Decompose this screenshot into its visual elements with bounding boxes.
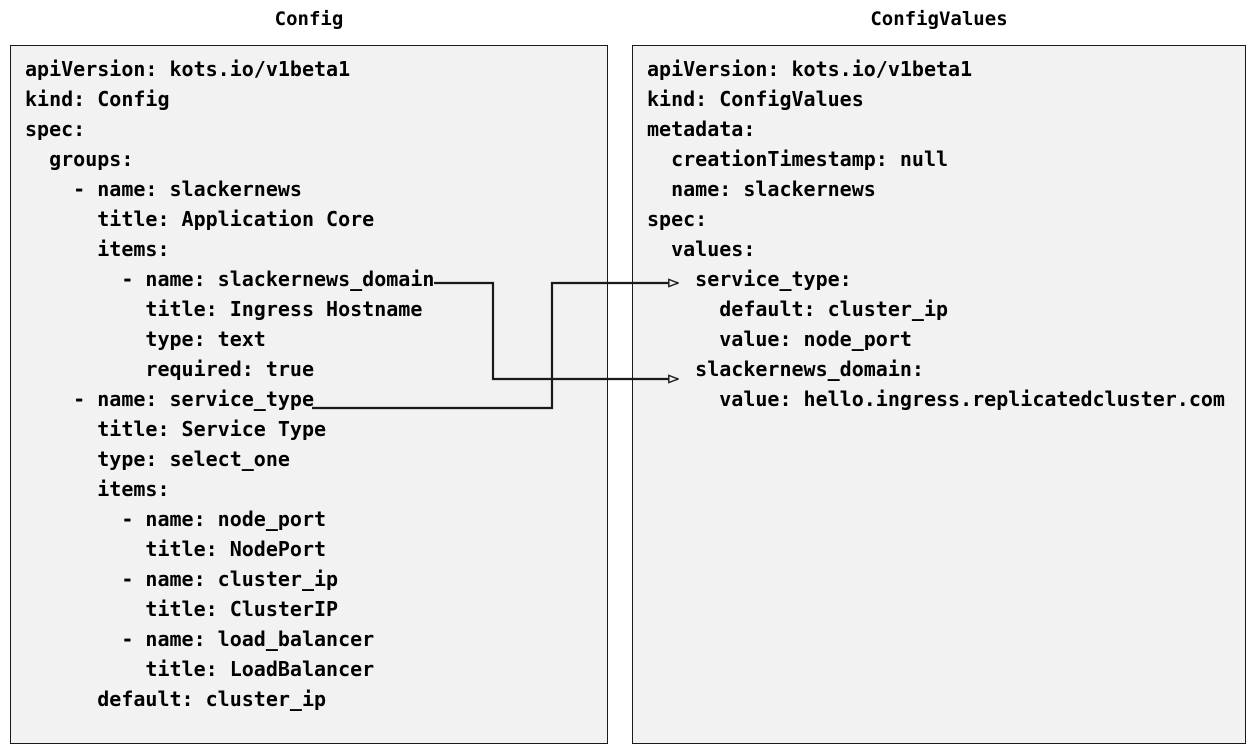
- code-line: required: true: [25, 357, 314, 381]
- right-panel-title: ConfigValues: [870, 8, 1008, 30]
- code-line: metadata:: [647, 117, 756, 141]
- code-line: - name: cluster_ip: [25, 567, 339, 591]
- code-line: - name: service_type: [25, 387, 314, 411]
- configvalues-panel: apiVersion: kots.io/v1beta1 kind: ConfigV…: [632, 45, 1246, 744]
- code-line: type: select_one: [25, 447, 290, 471]
- code-line: title: Ingress Hostname: [25, 297, 423, 321]
- code-line: apiVersion: kots.io/v1beta1: [25, 57, 351, 81]
- code-line: items:: [25, 237, 170, 261]
- code-line: default: cluster_ip: [25, 687, 327, 711]
- code-line: spec:: [647, 207, 708, 231]
- code-line: service_type:: [647, 267, 852, 291]
- code-line: groups:: [25, 147, 134, 171]
- code-line: title: Application Core: [25, 207, 375, 231]
- code-line: - name: slackernews_domain: [25, 267, 435, 291]
- code-line: title: ClusterIP: [25, 597, 339, 621]
- configvalues-yaml-block: apiVersion: kots.io/v1beta1 kind: ConfigV…: [647, 54, 1225, 414]
- code-line: - name: node_port: [25, 507, 327, 531]
- code-line: name: slackernews: [647, 177, 876, 201]
- code-line: apiVersion: kots.io/v1beta1: [647, 57, 973, 81]
- code-line: title: Service Type: [25, 417, 327, 441]
- code-line: kind: ConfigValues: [647, 87, 864, 111]
- config-panel: apiVersion: kots.io/v1beta1 kind: Config s…: [10, 45, 608, 744]
- config-yaml-block: apiVersion: kots.io/v1beta1 kind: Config s…: [25, 54, 434, 714]
- code-line: creationTimestamp: null: [647, 147, 949, 171]
- left-panel-title: Config: [274, 8, 344, 30]
- code-line: - name: load_balancer: [25, 627, 375, 651]
- code-line: value: node_port: [647, 327, 912, 351]
- code-line: slackernews_domain:: [647, 357, 924, 381]
- code-line: title: LoadBalancer: [25, 657, 375, 681]
- code-line: title: NodePort: [25, 537, 327, 561]
- code-line: items:: [25, 477, 170, 501]
- code-line: kind: Config: [25, 87, 170, 111]
- code-line: default: cluster_ip: [647, 297, 949, 321]
- code-line: type: text: [25, 327, 266, 351]
- code-line: value: hello.ingress.replicatedcluster.c…: [647, 387, 1225, 411]
- code-line: - name: slackernews: [25, 177, 302, 201]
- code-line: values:: [647, 237, 756, 261]
- code-line: spec:: [25, 117, 86, 141]
